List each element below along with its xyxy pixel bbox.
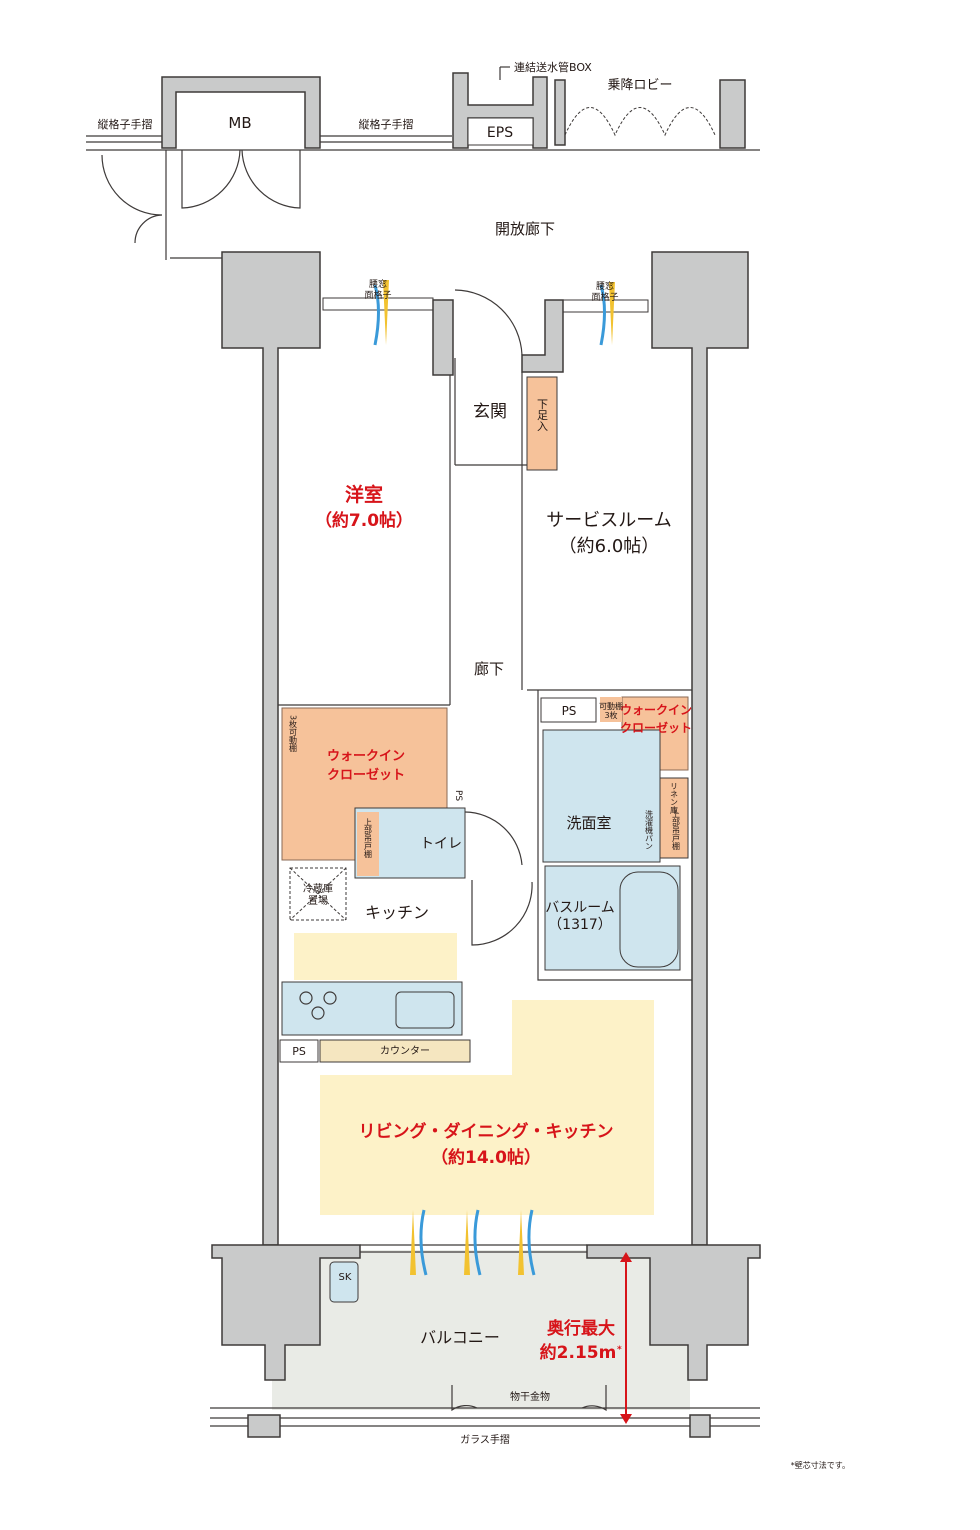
structure-walls	[210, 251, 761, 1438]
fridge-label-2: 置場	[308, 894, 328, 907]
washroom-label: 洗面室	[566, 814, 611, 832]
common-area	[86, 66, 760, 260]
fridge-label-1: 冷蔵庫	[303, 882, 333, 895]
window-right-label-2: 面格子	[591, 291, 618, 303]
linen-label: リネン庫	[670, 782, 679, 815]
depth-label-1: 奥行最大	[547, 1318, 615, 1339]
entrance-label: 玄関	[473, 402, 507, 422]
wic-right-label-2: クローゼット	[620, 720, 692, 735]
counter-label: カウンター	[380, 1045, 430, 1057]
wic-left-label-2: クローゼット	[327, 767, 405, 783]
ps-kitchen-label: PS	[292, 1045, 306, 1058]
eps-label: EPS	[487, 125, 513, 141]
depth-mark: *	[617, 1345, 622, 1355]
window-left-label-1: 腰窓	[369, 278, 387, 290]
ldk-size: （約14.0帖）	[431, 1147, 541, 1168]
toilet-label: トイレ	[420, 836, 462, 852]
railing-mid-label: 縦格子手摺	[359, 117, 414, 131]
shelf-left-label: 3枚可動棚	[289, 715, 298, 753]
ldk-area	[320, 1000, 654, 1215]
balcony-label: バルコニー	[420, 1328, 500, 1347]
bathroom-name: バスルーム	[545, 900, 615, 916]
corridor-label: 開放廊下	[495, 220, 555, 238]
ps-hall-label: PS	[562, 704, 577, 718]
sk-sink	[329, 1261, 359, 1303]
ldk-name: リビング・ダイニング・キッチン	[359, 1121, 614, 1142]
wic-left-label-1: ウォークイン	[327, 749, 405, 764]
shoe-cabinet-label: 下足入	[536, 399, 549, 432]
shoe-cabinet	[526, 376, 558, 471]
glass-railing-label: ガラス手摺	[460, 1433, 510, 1446]
drying-hardware-label: 物干金物	[510, 1390, 550, 1403]
bathroom-area	[544, 865, 681, 971]
wic-right-label-1: ウォークイン	[620, 703, 692, 717]
upper-cabinet-label: 上部吊戸棚	[672, 810, 681, 851]
footnote: *壁芯寸法です。	[791, 1460, 850, 1470]
mb-label: MB	[228, 114, 251, 132]
toilet-cabinet-label: 上部吊戸棚	[364, 818, 373, 859]
shelf-right-label-1: 可動棚	[599, 701, 623, 711]
shelf-right-label-2: 3枚	[604, 710, 617, 720]
kitchen-counter	[281, 981, 463, 1036]
window-right-label-1: 腰窓	[596, 280, 614, 292]
railing-left-label: 縦格子手摺	[98, 117, 153, 131]
western-room-name: 洋室	[345, 483, 383, 506]
ventilation-arrows	[373, 280, 615, 1276]
hall-label: 廊下	[474, 660, 504, 678]
kitchen-label: キッチン	[365, 903, 429, 922]
washer-pan-label: 洗濯機パン	[645, 809, 654, 850]
sk-label-s: SK	[339, 1272, 352, 1283]
depth-label-2: 約2.15m	[540, 1342, 617, 1363]
mb-wall	[161, 76, 321, 149]
bathtub	[619, 871, 679, 968]
pipe-box-label: 連結送水管BOX	[514, 60, 592, 74]
window-left-label-2: 面格子	[364, 289, 391, 301]
elevator-lobby-label: 乗降ロビー	[607, 78, 672, 93]
washroom-area	[542, 729, 661, 863]
ps-small-label: PS	[453, 790, 463, 801]
sk-label: SK	[339, 1272, 352, 1283]
service-room-name: サービスルーム	[546, 510, 671, 531]
bathroom-size: （1317）	[548, 917, 612, 933]
western-room-size: （約7.0帖）	[315, 510, 413, 531]
service-room-size: （約6.0帖）	[559, 536, 660, 557]
